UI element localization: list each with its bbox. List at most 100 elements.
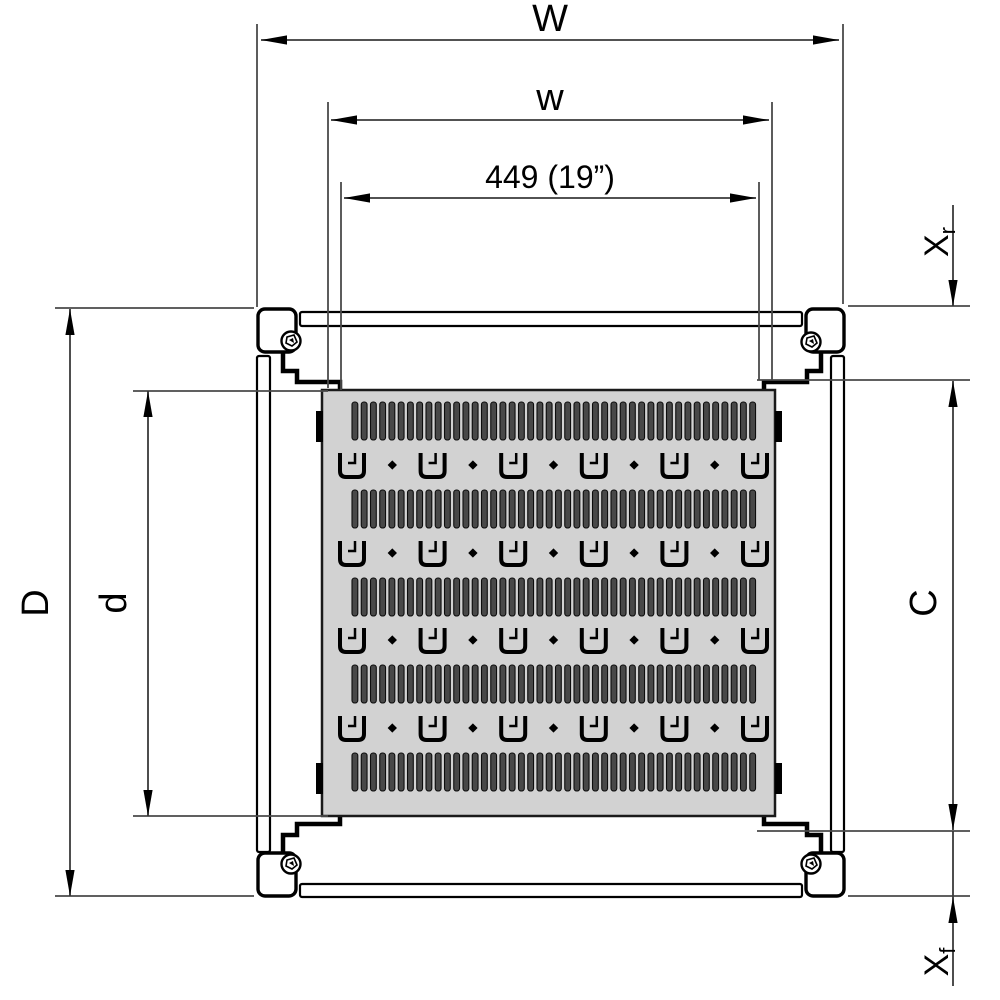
right-rail (829, 354, 846, 854)
vent-slot (628, 401, 636, 441)
vent-slot (702, 664, 710, 704)
vent-slot (739, 664, 747, 704)
vent-slot (536, 577, 544, 617)
cable-tie-hook (579, 716, 608, 742)
label-w: w (535, 77, 564, 119)
vent-slot (721, 664, 729, 704)
vent-slot (730, 752, 738, 792)
cable-tie-hook (741, 716, 769, 742)
cable-tie-hook-tab (589, 628, 599, 640)
cable-tie-hook-tab (428, 541, 437, 553)
vent-slot (545, 401, 553, 441)
vent-slot (360, 489, 368, 529)
vent-slot (397, 752, 405, 792)
bracket-bottom-left (280, 816, 343, 854)
vent-slot (573, 577, 581, 617)
vent-slot (730, 489, 738, 529)
cable-tie-hook-outline (741, 628, 769, 654)
vent-slot (628, 489, 636, 529)
cable-tie-hook-outline (418, 628, 447, 654)
label-Xr: Xr (918, 227, 960, 257)
vent-slot (527, 489, 535, 529)
vent-slot (397, 401, 405, 441)
cable-tie-hook (499, 716, 528, 742)
vent-slot (647, 752, 655, 792)
cable-tie-hook (418, 628, 447, 654)
vent-slot (619, 752, 627, 792)
vent-slot (536, 401, 544, 441)
vent-slot (573, 664, 581, 704)
vent-slot (527, 752, 535, 792)
index-dot (710, 723, 720, 733)
vent-slot (471, 401, 479, 441)
vent-slot (693, 489, 701, 529)
dimension-arrowheads (65, 35, 958, 923)
vent-slot (453, 401, 461, 441)
vent-slot (545, 489, 553, 529)
index-dot (548, 723, 559, 733)
cable-tie-hook (418, 541, 447, 567)
cable-tie-hook-outline (418, 453, 447, 479)
cable-tie-hook (338, 628, 366, 654)
vent-slot (406, 401, 414, 441)
vent-slot (610, 577, 618, 617)
vent-slot (554, 401, 562, 441)
vent-slot (591, 752, 599, 792)
vent-slot (665, 664, 673, 704)
cable-tie-hook (418, 716, 447, 742)
index-dot (468, 723, 478, 733)
cable-tie-hook (741, 628, 769, 654)
vent-slot (379, 401, 387, 441)
vent-slot (397, 664, 405, 704)
vent-slot (462, 664, 470, 704)
vent-slot (434, 489, 442, 529)
vent-slot (360, 752, 368, 792)
vent-slot (379, 577, 387, 617)
vent-slot (434, 401, 442, 441)
vent-slot (638, 401, 646, 441)
vent-slot (721, 752, 729, 792)
arrowhead (65, 870, 75, 896)
vent-slot (453, 489, 461, 529)
cable-tie-hook-tab (348, 716, 357, 728)
vent-slot (573, 752, 581, 792)
vent-slot (443, 401, 451, 441)
cable-tie-hook (338, 541, 366, 567)
vent-slot (369, 664, 377, 704)
vent-slot (610, 664, 618, 704)
arrowhead (331, 115, 357, 125)
cable-tie-hook-outline (418, 716, 447, 742)
vent-slot (508, 752, 516, 792)
cable-tie-hook-tab (751, 453, 760, 465)
vent-slot (656, 752, 664, 792)
vent-slot (369, 577, 377, 617)
vent-slot (749, 577, 757, 617)
vent-slot (702, 489, 710, 529)
vent-slot (684, 401, 692, 441)
vent-slot (527, 664, 535, 704)
vent-slot (564, 752, 572, 792)
vent-slot (369, 401, 377, 441)
vent-slot (388, 577, 396, 617)
vent-slot (591, 489, 599, 529)
cable-tie-hook (499, 453, 528, 479)
vent-slot (564, 577, 572, 617)
vent-slot (619, 489, 627, 529)
vent-slot (416, 664, 424, 704)
label-Xr-base: X (918, 234, 956, 257)
vent-slot (647, 401, 655, 441)
cable-tie-hook-outline (338, 453, 366, 479)
vent-slot (406, 664, 414, 704)
vent-slot (471, 577, 479, 617)
vent-slot (517, 577, 525, 617)
vent-slot (656, 664, 664, 704)
vent-slot (480, 752, 488, 792)
label-Xf-sub: f (935, 947, 960, 954)
vent-slot (582, 489, 590, 529)
vent-slot (397, 489, 405, 529)
vent-slot (730, 401, 738, 441)
vent-slot (684, 489, 692, 529)
vent-slot (739, 489, 747, 529)
vent-slot (351, 577, 359, 617)
